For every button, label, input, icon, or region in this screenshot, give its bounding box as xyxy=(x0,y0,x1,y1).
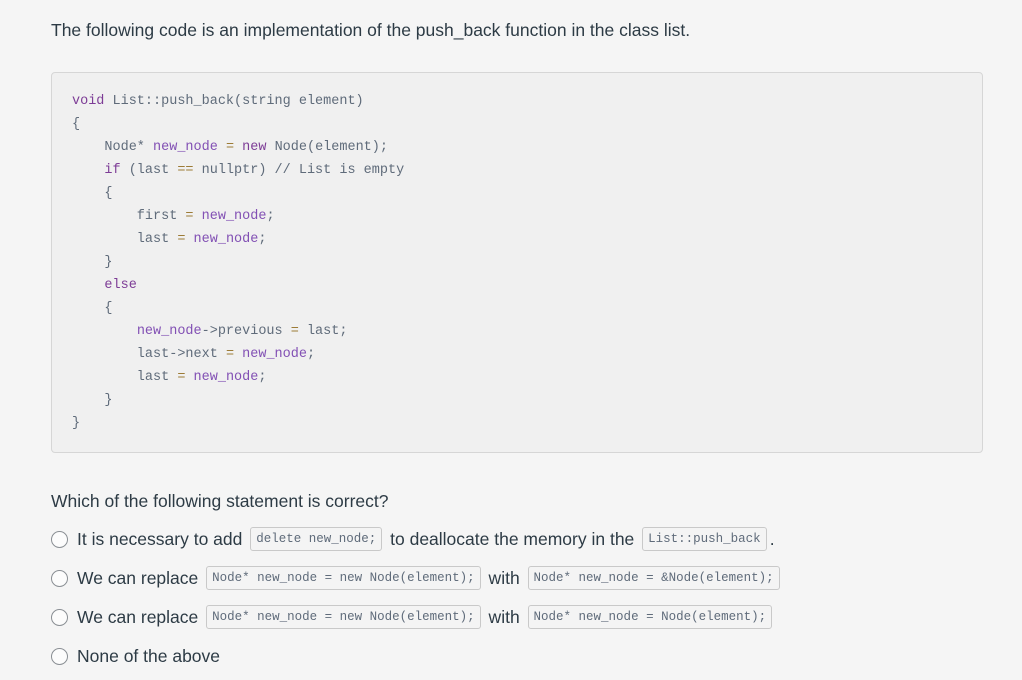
code-line: first = new_node; xyxy=(72,205,962,228)
code-token-comment: // List is empty xyxy=(274,163,405,178)
code-token-plain xyxy=(72,324,137,339)
code-token-operator: = xyxy=(185,209,194,224)
answer-text: to deallocate the memory in the xyxy=(385,529,640,549)
code-token-plain: (last xyxy=(120,163,178,178)
code-token-plain: ; xyxy=(306,347,316,362)
inline-code-chip: Node* new_node = &Node(element); xyxy=(527,566,780,590)
answer-text: with xyxy=(483,568,525,588)
code-token-identifier: new_node xyxy=(136,324,202,339)
code-token-plain: Node* xyxy=(72,140,154,155)
code-line: new_node->previous = last; xyxy=(72,320,962,343)
code-token-operator: = xyxy=(290,324,299,339)
radio-button-option-2[interactable] xyxy=(51,569,68,587)
answer-text: We can replace xyxy=(77,568,204,588)
code-token-plain xyxy=(72,163,104,178)
code-token-plain xyxy=(185,232,193,247)
inline-code-chip: delete new_node; xyxy=(250,527,383,551)
code-line: { xyxy=(72,297,962,320)
code-line: } xyxy=(72,251,962,274)
code-token-plain: { xyxy=(72,186,113,201)
answer-label-option-1[interactable]: It is necessary to add delete new_node; … xyxy=(77,526,775,552)
answer-text: . xyxy=(769,529,775,549)
code-token-plain: { xyxy=(72,301,113,316)
code-token-plain xyxy=(218,140,226,155)
code-token-plain: last xyxy=(72,370,178,385)
code-token-plain: List::push_back(string element) xyxy=(104,94,364,109)
code-token-plain: ; xyxy=(258,370,267,385)
code-token-plain xyxy=(194,209,202,224)
code-token-plain: ; xyxy=(266,209,275,224)
code-token-plain: last->next xyxy=(72,347,226,362)
answer-text: with xyxy=(483,607,525,627)
code-token-keyword: void xyxy=(72,94,105,109)
code-token-operator: = xyxy=(177,232,186,247)
code-token-identifier: new_node xyxy=(193,370,259,385)
code-line: } xyxy=(72,412,962,435)
question-intro-text: The following code is an implementation … xyxy=(51,20,691,40)
code-token-plain: first xyxy=(72,209,186,224)
code-line: Node* new_node = new Node(element); xyxy=(72,136,962,159)
answer-label-option-2[interactable]: We can replace Node* new_node = new Node… xyxy=(77,565,783,591)
code-token-plain: { xyxy=(72,117,81,132)
code-token-plain: Node(element); xyxy=(266,140,388,155)
code-token-keyword: if xyxy=(104,163,121,178)
code-line: { xyxy=(72,182,962,205)
code-token-plain: } xyxy=(72,393,113,408)
answer-option-4: None of the above xyxy=(51,643,983,669)
answer-label-option-3[interactable]: We can replace Node* new_node = new Node… xyxy=(77,604,775,630)
code-token-plain: nullptr) xyxy=(193,163,275,178)
code-line: void List::push_back(string element) xyxy=(72,90,962,113)
code-token-keyword: new xyxy=(242,140,267,155)
question-prompt: Which of the following statement is corr… xyxy=(51,491,389,511)
answer-text: It is necessary to add xyxy=(77,529,248,549)
code-block: void List::push_back(string element){ No… xyxy=(51,72,983,453)
code-token-identifier: new_node xyxy=(193,232,259,247)
code-token-plain: ->previous xyxy=(201,324,291,339)
code-token-identifier: new_node xyxy=(242,347,307,362)
inline-code-chip: Node* new_node = Node(element); xyxy=(527,605,773,629)
code-token-plain xyxy=(72,278,104,293)
code-token-plain: ; xyxy=(258,232,267,247)
inline-code-chip: Node* new_node = new Node(element); xyxy=(206,605,481,629)
code-token-identifier: new_node xyxy=(153,140,218,155)
code-token-identifier: new_node xyxy=(201,209,267,224)
code-line: if (last == nullptr) // List is empty xyxy=(72,159,962,182)
answer-label-option-4[interactable]: None of the above xyxy=(77,643,220,669)
code-token-keyword: else xyxy=(104,278,137,293)
radio-button-option-1[interactable] xyxy=(51,530,68,548)
answer-text: We can replace xyxy=(77,607,204,627)
code-line: last = new_node; xyxy=(72,228,962,251)
code-token-plain xyxy=(185,370,193,385)
radio-button-option-4[interactable] xyxy=(51,647,68,665)
code-token-operator: == xyxy=(177,163,194,178)
inline-code-chip: Node* new_node = new Node(element); xyxy=(206,566,481,590)
answer-text: None of the above xyxy=(77,646,221,666)
answer-option-1: It is necessary to add delete new_node; … xyxy=(51,526,983,552)
code-line: last->next = new_node; xyxy=(72,343,962,366)
code-token-plain: } xyxy=(72,255,113,270)
inline-code-chip: List::push_back xyxy=(642,527,767,551)
answer-options-list: It is necessary to add delete new_node; … xyxy=(51,526,983,669)
code-token-plain: } xyxy=(72,416,81,431)
code-token-operator: = xyxy=(177,370,186,385)
code-line: last = new_node; xyxy=(72,366,962,389)
code-line: } xyxy=(72,389,962,412)
code-line: else xyxy=(72,274,962,297)
code-token-plain: last xyxy=(72,232,178,247)
code-token-plain: last; xyxy=(298,324,348,339)
code-token-plain xyxy=(234,347,242,362)
answer-option-3: We can replace Node* new_node = new Node… xyxy=(51,604,983,630)
answer-option-2: We can replace Node* new_node = new Node… xyxy=(51,565,983,591)
code-token-plain xyxy=(234,140,242,155)
radio-button-option-3[interactable] xyxy=(51,608,68,626)
code-token-operator: = xyxy=(225,347,235,362)
code-line: { xyxy=(72,113,962,136)
code-token-operator: = xyxy=(225,140,235,155)
